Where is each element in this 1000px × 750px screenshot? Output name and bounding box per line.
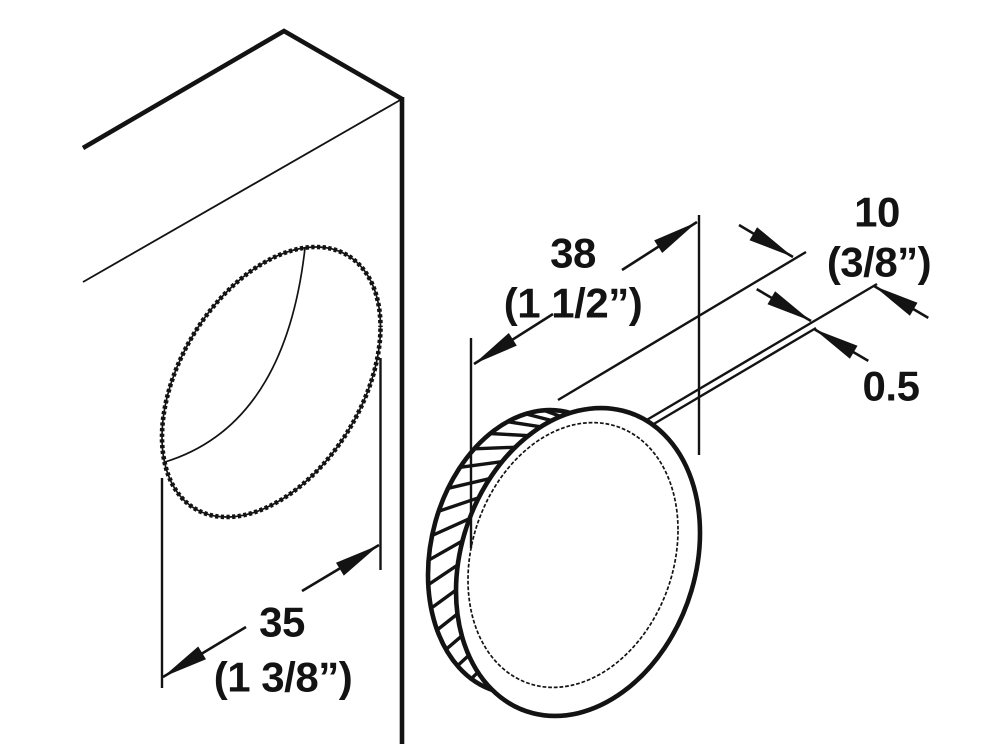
panel-top-edge (81, 28, 404, 150)
drill-hole-bore-wall (164, 247, 306, 463)
knurled-cover-cap (428, 382, 700, 742)
panel-with-drill-hole (83, 31, 402, 744)
arrowhead (474, 333, 517, 364)
arrowhead (749, 227, 793, 257)
rim-edge-line (651, 326, 817, 427)
depth-boundary-line (557, 250, 807, 402)
dimension-hole-diameter: 35 (1 3/8”) (160, 358, 382, 701)
cap-front-face (456, 382, 700, 742)
arrowhead (767, 291, 811, 321)
arrowhead (654, 222, 697, 253)
drill-hole (162, 204, 381, 561)
dimension-cap-diameter: 38 (1 1/2”) (469, 215, 701, 548)
dim-cap-imperial: (1 1/2”) (504, 280, 642, 327)
rim-edge-line (644, 282, 878, 423)
arrowhead (336, 545, 379, 576)
dimension-rim-thickness: 0.5 (644, 282, 920, 427)
dim-depth-imperial: (3/8”) (827, 239, 931, 286)
drill-hole-near-rim (162, 204, 381, 561)
arrowhead (814, 329, 858, 359)
dimension-cap-depth: 10 (3/8”) (557, 189, 932, 402)
arrowhead (163, 646, 206, 677)
dim-hole-imperial: (1 3/8”) (214, 654, 352, 701)
arrowhead (874, 286, 918, 316)
dim-depth-metric: 10 (854, 189, 900, 236)
dim-rim-metric: 0.5 (863, 363, 920, 410)
cap-chamfer-ring (468, 400, 678, 710)
dim-hole-metric: 35 (259, 599, 305, 646)
dim-cap-metric: 38 (550, 230, 596, 277)
panel-fold-line (82, 98, 403, 283)
